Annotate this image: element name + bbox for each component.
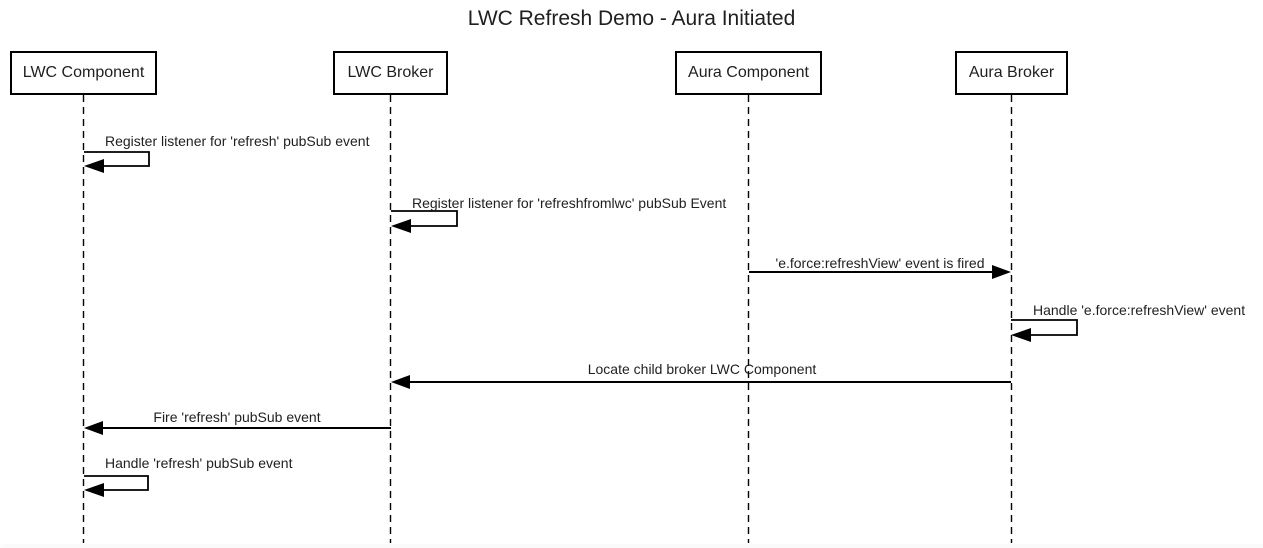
message-7-label: Handle 'refresh' pubSub event bbox=[105, 455, 293, 471]
actor-box-lwc-broker: LWC Broker bbox=[333, 51, 448, 95]
message-4-arrowhead bbox=[1011, 328, 1031, 342]
actor-box-aura-component: Aura Component bbox=[675, 51, 822, 95]
message-1-arrowhead bbox=[84, 159, 104, 173]
message-4-self-loop bbox=[1011, 319, 1078, 342]
message-3-arrow bbox=[749, 265, 1011, 279]
message-6-arrowhead bbox=[84, 421, 103, 435]
message-7-line bbox=[84, 475, 149, 491]
message-2-arrowhead bbox=[391, 219, 411, 233]
actor-label-lwc-broker: LWC Broker bbox=[347, 64, 434, 81]
message-4-label: Handle 'e.force:refreshView' event bbox=[1033, 302, 1246, 318]
actor-box-lwc-component: LWC Component bbox=[10, 51, 157, 95]
actor-label-lwc-component: LWC Component bbox=[22, 64, 145, 81]
message-2-label: Register listener for 'refreshfromlwc' p… bbox=[412, 195, 727, 211]
message-5-label: Locate child broker LWC Component bbox=[587, 361, 817, 377]
message-1-label: Register listener for 'refresh' pubSub e… bbox=[105, 133, 370, 149]
message-3-arrowhead bbox=[992, 265, 1011, 279]
message-6-arrow bbox=[84, 421, 391, 435]
message-7-self-loop bbox=[84, 475, 149, 497]
actor-label-aura-broker: Aura Broker bbox=[968, 64, 1055, 81]
message-6-label: Fire 'refresh' pubSub event bbox=[153, 409, 321, 425]
actor-label-aura-component: Aura Component bbox=[688, 64, 809, 81]
diagram-title: LWC Refresh Demo - Aura Initiated bbox=[467, 7, 796, 30]
message-3-label: 'e.force:refreshView' event is fired bbox=[775, 255, 985, 271]
message-1-self-loop bbox=[84, 151, 150, 173]
message-2-self-loop bbox=[391, 210, 458, 233]
message-5-arrow bbox=[391, 375, 1011, 389]
message-2-line bbox=[391, 210, 458, 227]
page-bottom-edge bbox=[0, 544, 1263, 548]
message-5-arrowhead bbox=[391, 375, 410, 389]
message-4-line bbox=[1011, 319, 1078, 336]
message-7-arrowhead bbox=[84, 483, 104, 497]
message-1-line bbox=[84, 151, 150, 167]
actor-box-aura-broker: Aura Broker bbox=[955, 51, 1068, 95]
